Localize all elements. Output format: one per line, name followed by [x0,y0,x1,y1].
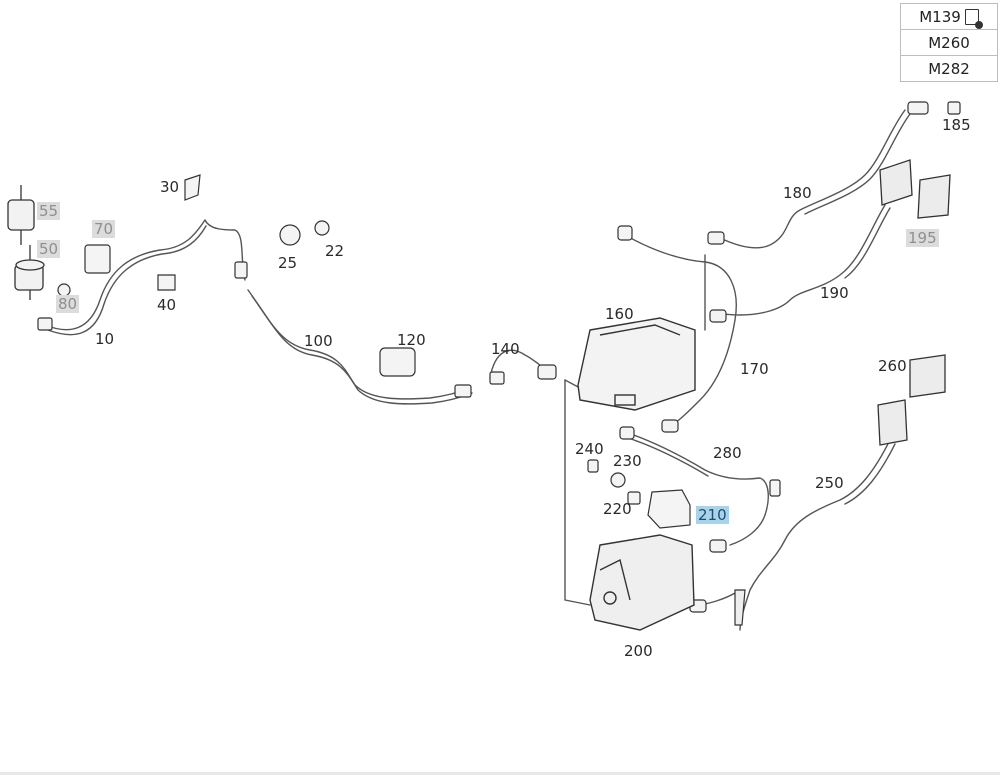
part-240-screw [587,459,599,473]
part-label-50[interactable]: 50 [37,240,61,258]
part-140-connector [537,364,557,380]
part-label-180[interactable]: 180 [783,184,812,202]
part-label-185[interactable]: 185 [942,116,971,134]
part-55-filter [7,185,45,300]
hose-190 [709,204,886,316]
hose-180 [719,109,906,249]
part-220-seal [627,491,641,505]
part-label-250[interactable]: 250 [815,474,844,492]
part-label-120[interactable]: 120 [397,331,426,349]
document-plus-icon[interactable] [964,8,983,29]
engine-label: M139 [919,7,961,26]
part-30-clip [184,174,201,201]
part-label-170[interactable]: 170 [740,360,769,378]
engine-label: M282 [928,59,970,78]
part-label-210[interactable]: 210 [696,506,729,524]
part-120-holder [379,347,416,377]
part-label-240[interactable]: 240 [575,440,604,458]
part-label-70[interactable]: 70 [92,220,116,238]
part-label-30[interactable]: 30 [160,178,180,196]
part-label-200[interactable]: 200 [624,642,653,660]
part-label-230[interactable]: 230 [613,452,642,470]
footer-divider [0,772,1000,775]
part-label-10[interactable]: 10 [95,330,115,348]
hose-250 [739,439,891,631]
part-25-clamp [279,224,301,246]
part-label-140[interactable]: 140 [491,340,520,358]
hose-170 [619,231,737,426]
hose-280 [624,431,769,546]
part-200-canister [589,534,695,631]
part-70-bracket [84,244,111,274]
part-label-220[interactable]: 220 [603,500,632,518]
part-230-washer [610,472,626,488]
engine-table: M139 M260 M282 [900,3,998,82]
part-label-190[interactable]: 190 [820,284,849,302]
part-40-clip [157,274,176,291]
part-label-40[interactable]: 40 [157,296,177,314]
part-label-160[interactable]: 160 [605,305,634,323]
part-label-80[interactable]: 80 [56,295,80,313]
part-label-260[interactable]: 260 [878,357,907,375]
part-label-25[interactable]: 25 [278,254,298,272]
engine-row-m139[interactable]: M139 [901,4,997,29]
part-160-canister [577,317,696,411]
part-260-valve [909,354,946,398]
hose-10 [44,219,246,331]
part-210-pump [647,489,691,529]
part-250-valve [877,399,908,446]
part-label-280[interactable]: 280 [713,444,742,462]
part-22-connector [314,220,330,236]
part-label-100[interactable]: 100 [304,332,333,350]
engine-label: M260 [928,33,970,52]
engine-row-m282[interactable]: M282 [901,55,997,81]
part-label-55[interactable]: 55 [37,202,61,220]
part-195-valve [917,174,951,219]
engine-row-m260[interactable]: M260 [901,29,997,55]
hose-100 [247,289,471,400]
part-180-valve [879,159,913,206]
part-185-cap [947,101,961,115]
part-label-22[interactable]: 22 [325,242,345,260]
part-label-195[interactable]: 195 [906,229,939,247]
